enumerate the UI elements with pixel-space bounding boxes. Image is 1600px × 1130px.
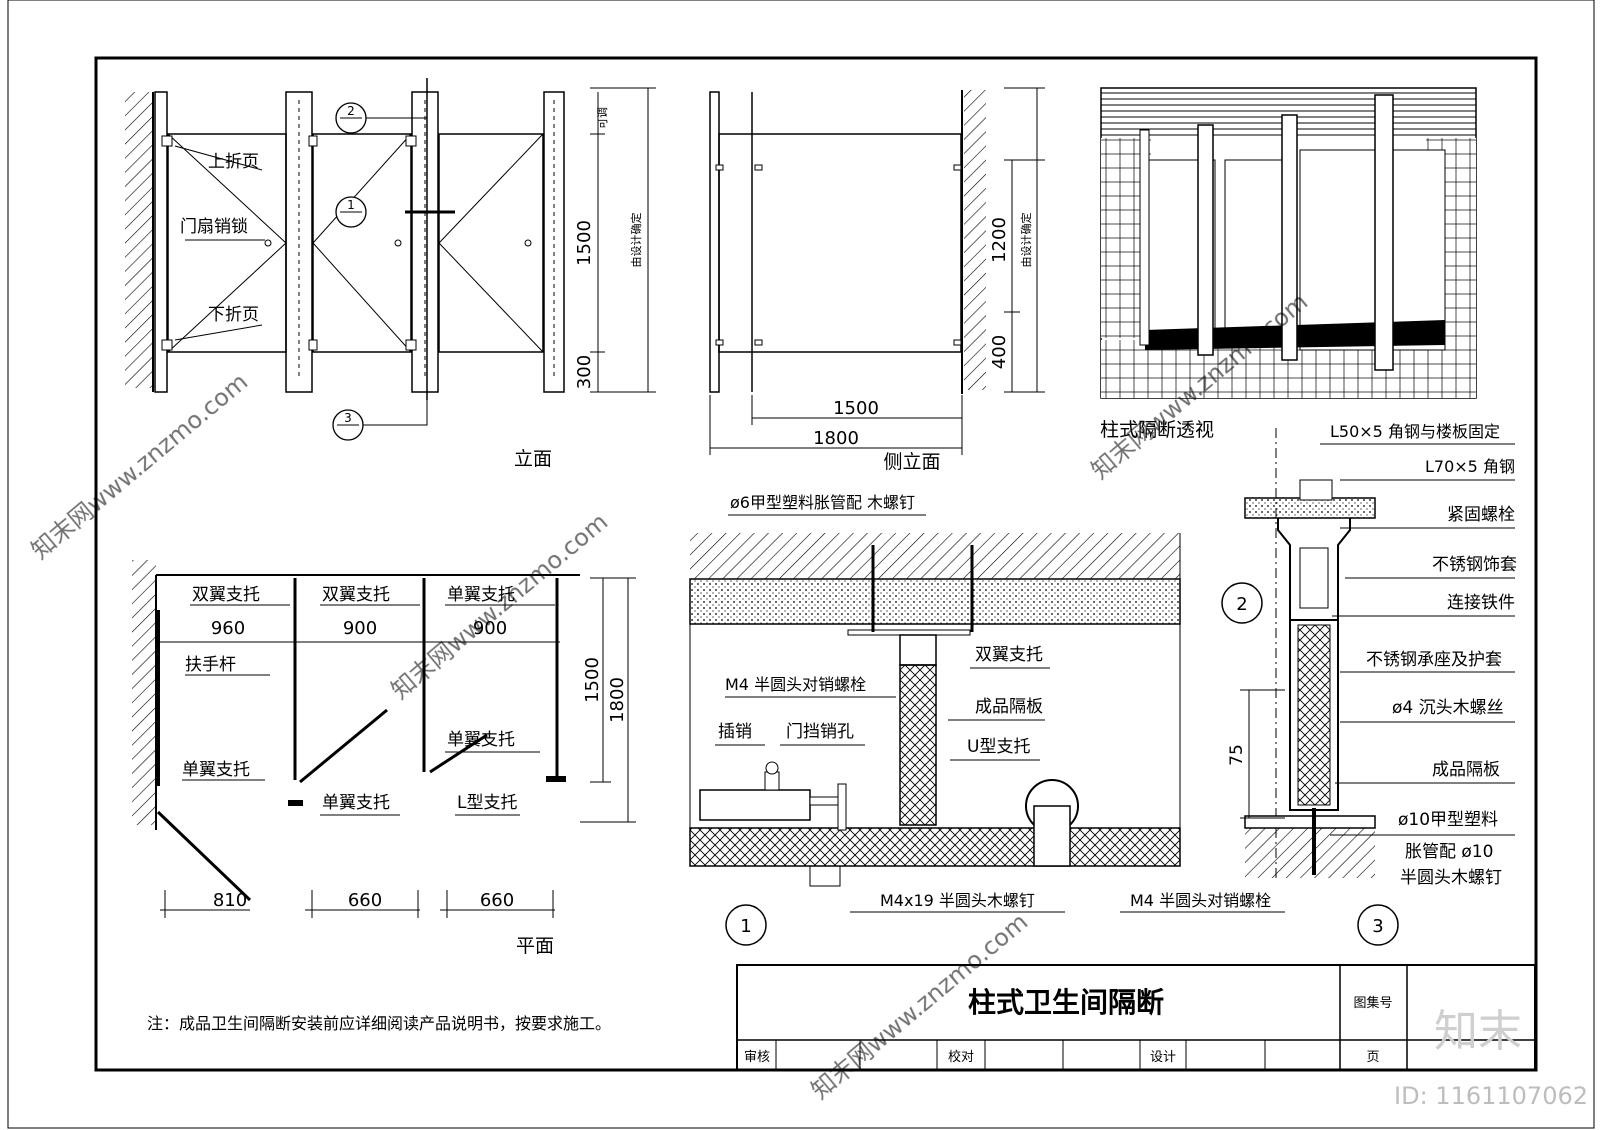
- label-fix-bolt: 紧固螺栓: [1447, 505, 1515, 525]
- label-single-wing-right: 单翼支托: [447, 730, 515, 750]
- design-label: 设计: [1150, 1050, 1176, 1065]
- perspective-title: 柱式隔断透视: [1100, 419, 1214, 441]
- label-door-stop: 门挡销孔: [786, 722, 854, 742]
- post-3: [411, 91, 439, 393]
- elevation-title: 立面: [514, 448, 552, 470]
- post-4: [543, 91, 565, 393]
- label-panel-d3: 成品隔板: [1432, 760, 1500, 780]
- label-screw-10: 半圆头木螺钉: [1400, 868, 1502, 888]
- plan-dim-900-b: 900: [473, 618, 507, 639]
- label-handrail: 扶手杆: [185, 655, 236, 675]
- label-m4-bolt-top: M4 半圆头对销螺栓: [725, 675, 866, 694]
- watermark-layer: 知末网www.znzmo.com 知末网www.znzmo.com 知末网www…: [26, 288, 1313, 1105]
- label-anchor-10: 胀管配 ø10: [1405, 842, 1493, 862]
- side-elevation-title: 侧立面: [883, 451, 940, 473]
- side-dim-1200: 1200: [989, 217, 1010, 263]
- label-upper-hinge: 上折页: [208, 152, 259, 172]
- side-dim-by-design: 由设计确定: [1019, 213, 1033, 268]
- label-angle-50: L50×5 角钢与楼板固定: [1330, 422, 1500, 441]
- watermark-logo: 知末: [1434, 1006, 1522, 1057]
- label-single-wing-left: 单翼支托: [182, 760, 250, 780]
- ref-1-detail: 1: [740, 916, 751, 937]
- door-panel-3: [438, 133, 544, 353]
- ref-1-top: 1: [347, 198, 355, 212]
- label-door-lock: 门扇销锁: [180, 217, 248, 237]
- label-m4x19: M4x19 半圆头木螺钉: [880, 891, 1035, 910]
- label-double-wing-2: 双翼支托: [322, 585, 390, 605]
- page-label: 页: [1366, 1050, 1379, 1065]
- atlas-no-label: 图集号: [1353, 995, 1392, 1011]
- side-elevation-view: 1500 1800 1200 400 由设计确定 侧立面: [709, 87, 1045, 473]
- label-connector: 连接铁件: [1447, 593, 1515, 613]
- title-block: 柱式卫生间隔断 图集号 审核 校对 设计 页: [736, 964, 1536, 1071]
- dim-by-design-elev: 由设计确定: [629, 213, 643, 268]
- label-plastic-10: ø10甲型塑料: [1398, 810, 1498, 830]
- label-double-wing-d1: 双翼支托: [975, 645, 1043, 665]
- side-dim-1800: 1800: [813, 428, 859, 449]
- label-panel-d1: 成品隔板: [975, 697, 1043, 717]
- label-m4-bolt-bottom: M4 半圆头对销螺栓: [1130, 891, 1271, 910]
- plan-dim-1500: 1500: [582, 657, 603, 703]
- label-angle-70: L70×5 角钢: [1425, 457, 1515, 476]
- installation-note: 注：成品卫生间隔断安装前应详细阅读产品说明书，按要求施工。: [147, 1014, 611, 1033]
- side-dim-400: 400: [989, 335, 1010, 369]
- plan-dim-660-a: 660: [348, 890, 382, 911]
- plan-dim-960: 960: [211, 618, 245, 639]
- sheet-border-outer: [7, 0, 1595, 1129]
- perspective-view: 柱式隔断透视: [1100, 87, 1477, 441]
- ref-3-top: 3: [344, 411, 352, 425]
- review-label: 审核: [744, 1050, 770, 1065]
- label-latch: 插销: [718, 722, 752, 742]
- label-countersunk: ø4 沉头木螺丝: [1392, 698, 1504, 718]
- label-single-wing-mid: 单翼支托: [322, 793, 390, 813]
- plan-dim-660-b: 660: [480, 890, 514, 911]
- elevation-view: 上折页 门扇销锁 下折页 2 1 3 可调 1500 300 由设计确定 立面: [125, 78, 656, 470]
- plan-title: 平面: [516, 935, 554, 957]
- label-double-wing-1: 双翼支托: [192, 585, 260, 605]
- label-u-support: U型支托: [967, 737, 1030, 757]
- dim-75: 75: [1227, 744, 1247, 766]
- side-post: [709, 91, 720, 393]
- plan-dim-900-a: 900: [343, 618, 377, 639]
- label-ss-base: 不锈钢承座及护套: [1366, 650, 1502, 670]
- plan-view: 双翼支托 双翼支托 单翼支托 960 900 900 扶手杆 单翼支托 单翼支托…: [132, 560, 636, 957]
- post-1: [154, 91, 168, 393]
- detail-1: ø6甲型塑料胀管配 木螺钉 双翼支托 M4 半圆头对销螺栓 成品隔板 插销 门挡…: [689, 493, 1285, 946]
- side-dim-1500: 1500: [833, 398, 879, 419]
- label-single-wing-top: 单翼支托: [447, 585, 515, 605]
- detail-2-3: 75 2 3 L50×5 角钢与楼板固定 L70×5 角钢 紧固螺栓 不锈钢饰套…: [1221, 422, 1517, 946]
- dim-300-elev: 300: [574, 355, 595, 389]
- post-2: [285, 91, 313, 393]
- ref-2-top: 2: [347, 104, 355, 118]
- watermark-site-1: 知末网www.znzmo.com: [26, 368, 253, 565]
- ref-3-detail: 3: [1372, 916, 1383, 937]
- dim-1500-elev: 1500: [574, 220, 595, 266]
- plan-dim-810: 810: [213, 890, 247, 911]
- ref-2-detail: 2: [1236, 594, 1247, 615]
- label-l-support: L型支托: [457, 793, 517, 813]
- watermark-id: ID: 1161107062: [1394, 1082, 1588, 1110]
- side-panel: [718, 133, 962, 353]
- watermark-site-2: 知末网www.znzmo.com: [386, 508, 613, 705]
- label-plastic-anchor: ø6甲型塑料胀管配 木螺钉: [730, 493, 915, 512]
- plan-dim-1800: 1800: [607, 677, 628, 723]
- label-ss-cover: 不锈钢饰套: [1432, 555, 1517, 575]
- check-label: 校对: [948, 1049, 974, 1065]
- dim-adjustable: 可调: [596, 107, 609, 129]
- label-lower-hinge: 下折页: [208, 305, 259, 325]
- door-panel-2: [312, 133, 412, 353]
- drawing-title: 柱式卫生间隔断: [968, 986, 1164, 1019]
